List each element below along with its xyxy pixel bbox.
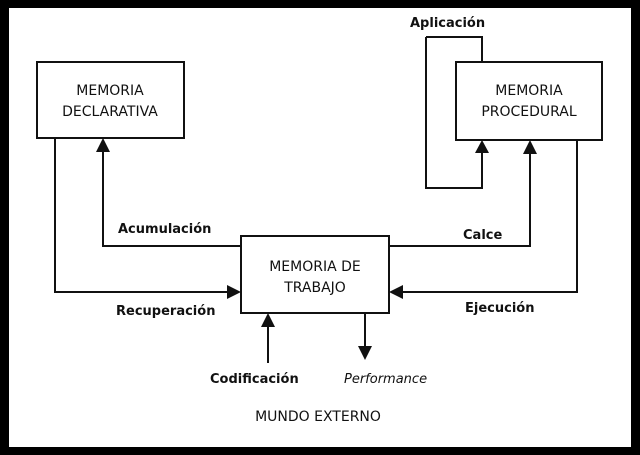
performance-arrowhead [358, 346, 372, 360]
working-memory-box [240, 235, 390, 314]
calce-path [389, 150, 531, 247]
aplicacion-arrowhead [475, 140, 489, 153]
procedural-box-line2: PROCEDURAL [481, 104, 577, 120]
recuperacion-path [54, 138, 230, 293]
declarative-box-line1: MEMORIA [76, 83, 144, 99]
declarative-memory-box [36, 61, 185, 139]
procedural-memory-box [455, 61, 603, 141]
working-box-line2: TRABAJO [283, 280, 346, 296]
performance-label: Performance [344, 372, 427, 387]
acumulacion-arrowhead [96, 138, 110, 152]
ejecucion-path [400, 140, 578, 293]
codificacion-label: Codificación [210, 372, 299, 387]
recuperacion-label: Recuperación [116, 304, 215, 319]
recuperacion-arrowhead [227, 285, 241, 299]
mundo-externo-label: MUNDO EXTERNO [255, 409, 381, 425]
declarative-box-line2: DECLARATIVA [62, 104, 158, 120]
calce-arrowhead [523, 140, 537, 154]
aplicacion-loop [425, 36, 483, 189]
aplicacion-label: Aplicación [410, 16, 485, 31]
procedural-box-line1: MEMORIA [495, 83, 563, 99]
ejecucion-arrowhead [389, 285, 403, 299]
working-box-line1: MEMORIA DE [269, 259, 361, 275]
acumulacion-path [102, 148, 241, 247]
calce-label: Calce [463, 228, 502, 243]
acumulacion-label: Acumulación [118, 222, 211, 237]
ejecucion-label: Ejecución [465, 301, 534, 316]
codificacion-arrowhead [261, 313, 275, 327]
